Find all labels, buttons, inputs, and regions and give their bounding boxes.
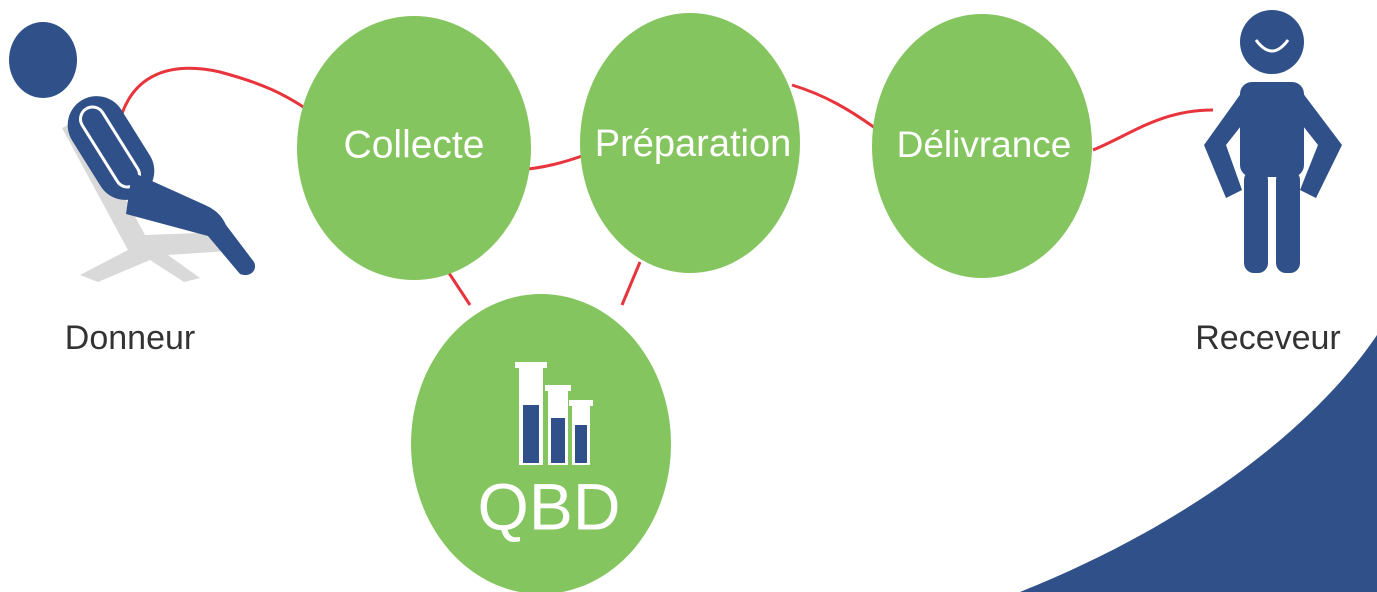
qbd-label: QBD bbox=[477, 469, 620, 543]
link-delivrance-recipient bbox=[1092, 108, 1214, 152]
step-circle bbox=[872, 14, 1092, 278]
recipient-label: Receveur bbox=[1195, 319, 1341, 357]
step-circle bbox=[297, 16, 531, 280]
donor-label: Donneur bbox=[65, 319, 195, 357]
recipient-head bbox=[1240, 10, 1304, 74]
corner-swoosh bbox=[1020, 335, 1377, 592]
link-preparation-delivrance bbox=[791, 83, 876, 130]
recipient-right-leg bbox=[1276, 170, 1300, 273]
recipient-left-leg bbox=[1244, 170, 1268, 273]
donor-head bbox=[9, 22, 77, 98]
step-delivrance: Délivrance bbox=[872, 14, 1092, 278]
chair bbox=[62, 118, 244, 282]
seated-donor-icon bbox=[9, 22, 256, 282]
link-collecte-qbd bbox=[445, 269, 472, 306]
link-preparation-qbd bbox=[620, 261, 642, 306]
step-label: Collecte bbox=[344, 123, 485, 166]
recipient-torso bbox=[1240, 82, 1304, 177]
step-label: Préparation bbox=[595, 123, 791, 165]
step-circle bbox=[580, 13, 800, 273]
step-collecte: Collecte bbox=[297, 16, 531, 280]
test-tubes-icon bbox=[515, 362, 593, 465]
step-label: Délivrance bbox=[897, 124, 1072, 165]
recipient-right-arm bbox=[1292, 92, 1342, 198]
recipient-smile bbox=[1254, 39, 1290, 53]
qbd-node: QBD bbox=[411, 294, 671, 592]
recipient-left-arm bbox=[1204, 92, 1252, 198]
standing-person-icon bbox=[1204, 10, 1342, 273]
link-donor-collecte bbox=[116, 66, 306, 129]
donor-legs bbox=[126, 172, 256, 276]
step-preparation: Préparation bbox=[580, 13, 800, 273]
